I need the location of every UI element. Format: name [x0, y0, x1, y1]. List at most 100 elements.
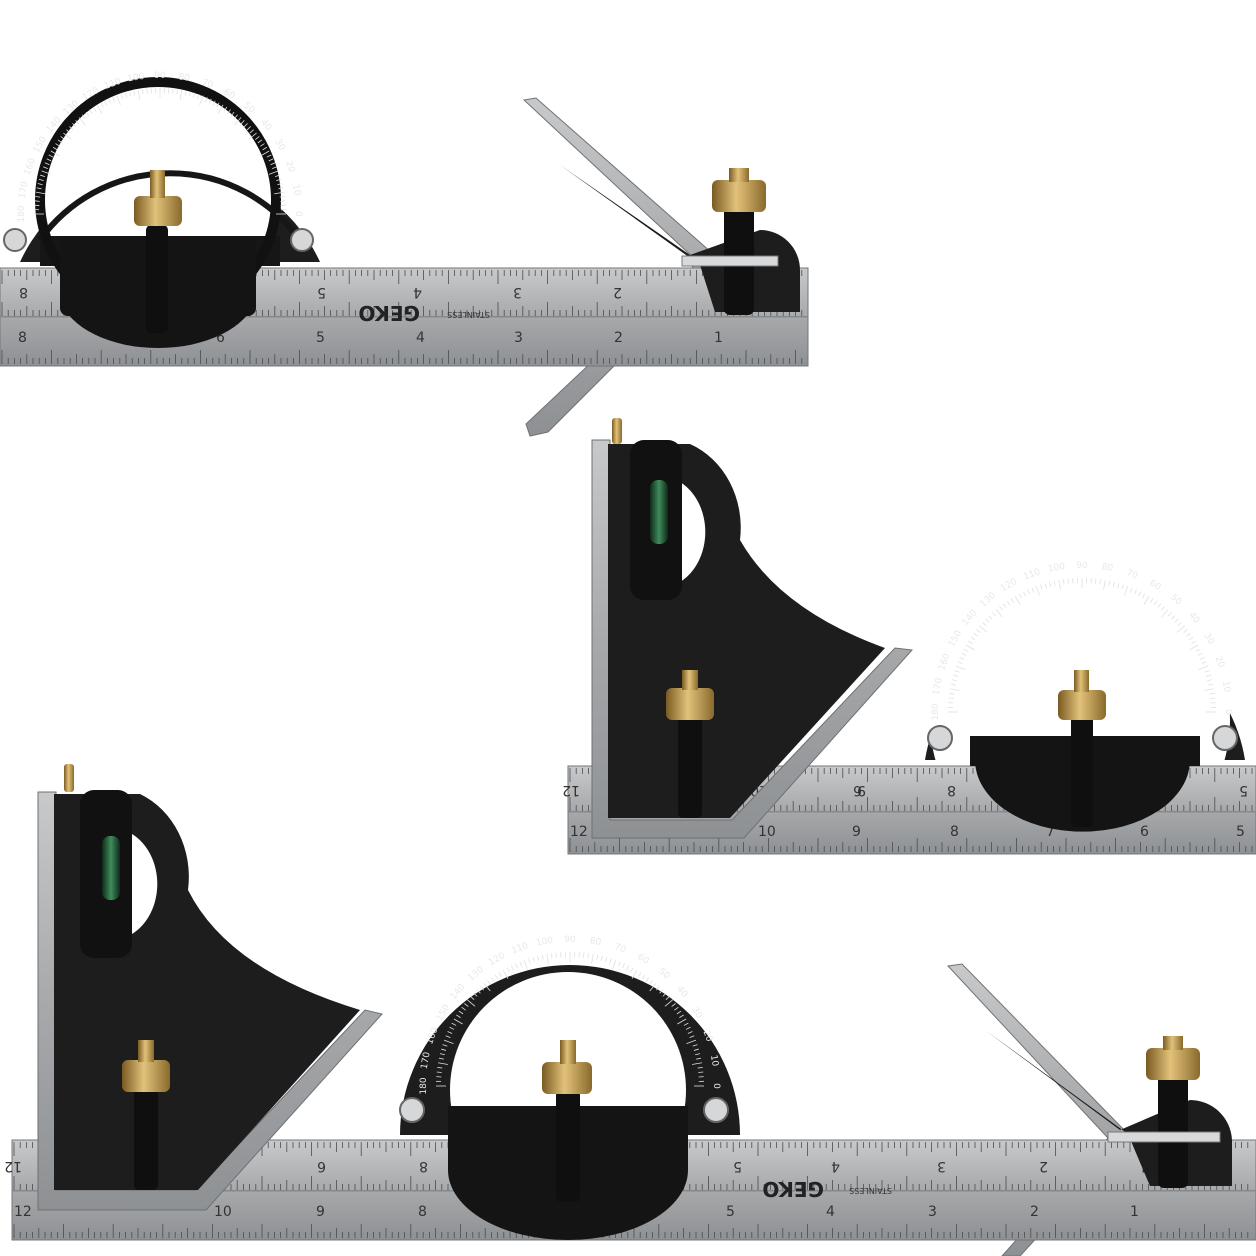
ruler-number: 4	[831, 1158, 840, 1174]
degree-tick	[476, 989, 481, 994]
ruler-number: 8	[947, 782, 956, 798]
degree-tick	[188, 91, 191, 97]
degree-tick	[82, 114, 86, 119]
degree-tick	[1174, 618, 1179, 623]
degree-tick	[1161, 609, 1169, 618]
degree-label: 30	[272, 138, 287, 153]
degree-tick	[949, 692, 955, 695]
degree-tick	[954, 670, 960, 673]
degree-tick	[674, 1006, 679, 1011]
degree-tick	[1134, 589, 1137, 595]
degree-tick	[664, 999, 673, 1007]
ruler-number: 6	[853, 782, 862, 798]
degree-tick	[279, 196, 285, 198]
degree-tick	[55, 143, 60, 147]
degree-tick	[260, 143, 265, 147]
degree-tick	[649, 983, 657, 992]
degree-tick	[108, 98, 112, 104]
degree-tick	[970, 636, 976, 641]
degree-tick	[60, 136, 65, 140]
degree-tick	[1103, 579, 1106, 590]
degree-label: 180	[931, 703, 941, 720]
degree-tick	[677, 1018, 687, 1025]
degree-tick	[649, 980, 653, 985]
degree-tick	[41, 170, 52, 175]
degree-tick	[1153, 600, 1158, 606]
degree-tick	[630, 967, 634, 973]
degree-tick	[656, 986, 660, 991]
degree-tick	[679, 1014, 684, 1018]
degree-tick	[69, 126, 74, 131]
degree-tick	[72, 123, 77, 128]
top-tool-set: 8765432187654321 GEKO STAINLESS 18017016…	[0, 71, 809, 437]
ruler-number: 4	[413, 284, 422, 300]
spirit-level-vial	[102, 836, 120, 900]
degree-tick	[249, 129, 254, 134]
degree-tick	[1186, 632, 1191, 637]
ruler-number: 8	[419, 1158, 428, 1174]
degree-tick	[52, 146, 58, 151]
ruler-number: 5	[726, 1204, 735, 1220]
degree-label: 80	[1101, 562, 1114, 574]
degree-tick	[487, 980, 491, 985]
degree-tick	[216, 102, 220, 108]
degree-tick	[48, 154, 54, 158]
degree-label: 10	[290, 184, 302, 197]
degree-tick	[1143, 595, 1150, 605]
ruler-number: 8	[418, 1204, 427, 1220]
degree-label: 100	[1047, 562, 1066, 575]
degree-tick	[685, 1026, 691, 1030]
degree-tick	[1058, 579, 1061, 590]
degree-tick	[66, 129, 71, 134]
degree-tick	[38, 178, 44, 182]
degree-tick	[502, 969, 509, 979]
degree-tick	[532, 957, 535, 963]
ruler-number: 4	[416, 330, 425, 346]
degree-tick	[57, 139, 63, 144]
degree-tick	[112, 97, 116, 102]
degree-tick	[976, 629, 981, 633]
degree-tick	[671, 1003, 676, 1007]
degree-tick	[689, 1035, 695, 1039]
degree-tick	[515, 963, 518, 969]
degree-tick	[234, 114, 238, 119]
degree-tick	[278, 187, 284, 190]
degree-tick	[692, 1062, 703, 1065]
ruler-number: 3	[937, 1158, 946, 1174]
ruler-number: 5	[317, 284, 326, 300]
degree-tick	[470, 996, 475, 1000]
degree-tick	[605, 957, 608, 963]
ruler-number: 12	[562, 782, 580, 798]
degree-label: 40	[674, 985, 689, 1000]
centre-finder-head	[985, 1030, 1232, 1188]
degree-tick	[687, 1031, 693, 1034]
ruler-number: 12	[4, 1158, 22, 1174]
degree-tick	[276, 178, 282, 182]
degree-label: 20	[701, 1029, 714, 1043]
degree-tick	[37, 183, 43, 186]
degree-tick	[995, 609, 1003, 618]
degree-label: 120	[487, 951, 507, 968]
degree-tick	[1199, 657, 1205, 660]
degree-tick	[447, 1031, 453, 1034]
degree-label: 20	[1213, 655, 1226, 669]
degree-label: 140	[961, 608, 980, 628]
degree-tick	[951, 679, 957, 682]
degree-tick	[50, 150, 60, 157]
degree-label: 120	[999, 577, 1019, 594]
degree-tick	[1205, 674, 1211, 677]
degree-tick	[243, 123, 248, 128]
degree-tick	[600, 955, 603, 961]
degree-tick	[963, 648, 969, 652]
degree-tick	[1095, 578, 1097, 584]
degree-tick	[698, 1071, 704, 1073]
degree-tick	[1108, 580, 1111, 586]
degree-tick	[1198, 665, 1209, 670]
degree-tick	[262, 146, 268, 151]
degree-tick	[255, 136, 260, 140]
degree-label: 40	[258, 118, 273, 133]
degree-label: 90	[154, 71, 166, 81]
degree-tick	[659, 989, 664, 994]
ruler-number: 9	[316, 1204, 325, 1220]
degree-tick	[257, 139, 263, 144]
